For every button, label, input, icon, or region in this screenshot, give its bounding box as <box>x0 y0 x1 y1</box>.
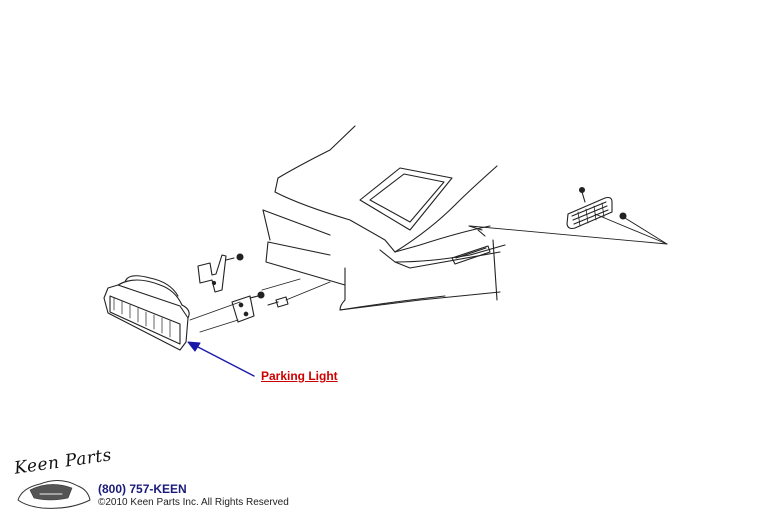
copyright-notice: ©2010 Keen Parts Inc. All Rights Reserve… <box>98 497 289 508</box>
car-front-body <box>262 125 506 311</box>
reference-lines <box>469 213 668 245</box>
parking-light-assembly <box>103 275 190 351</box>
upper-mounting-bracket <box>197 253 244 293</box>
assembly-lines <box>189 278 331 333</box>
keen-parts-logo-car <box>17 480 91 509</box>
callout-arrow <box>187 341 255 377</box>
lower-mounting-bracket <box>231 291 289 323</box>
phone-number-link[interactable]: (800) 757-KEEN <box>98 482 187 496</box>
side-marker-lamp <box>566 186 627 230</box>
parking-light-link[interactable]: Parking Light <box>261 369 338 383</box>
